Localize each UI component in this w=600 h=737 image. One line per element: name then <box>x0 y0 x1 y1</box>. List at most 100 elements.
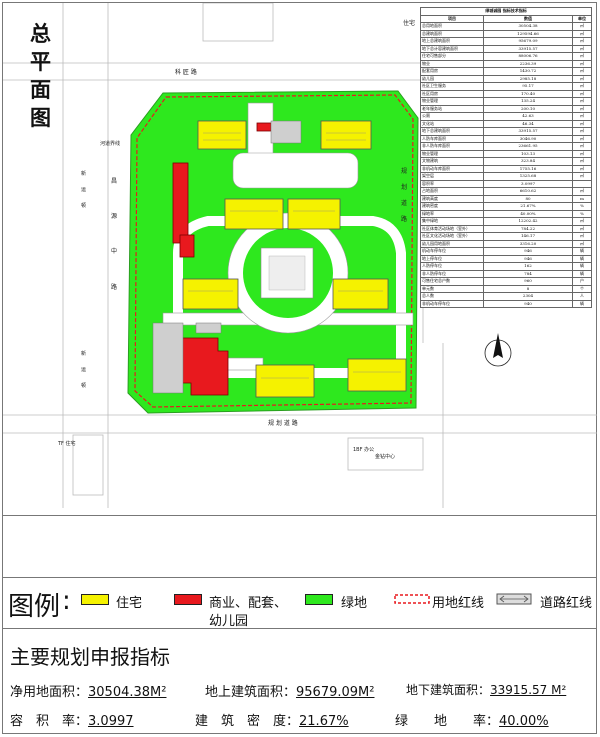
indicator-name: 社区文化活动场地（室外） <box>420 232 484 241</box>
indicator-unit: % <box>572 202 592 211</box>
indicator-value: 88006.76 <box>483 52 573 61</box>
indicator-value: 946 <box>483 254 573 263</box>
building-details <box>188 132 401 379</box>
indicator-unit: ㎡ <box>572 127 592 136</box>
indicator-value: 2236.39 <box>483 59 573 68</box>
indicator-value: 940 <box>483 299 573 308</box>
indicator-unit: ㎡ <box>572 164 592 173</box>
label-lu: 路 <box>111 283 117 291</box>
label-yuan: 源 <box>111 212 117 220</box>
indicator-net-land-label: 净用地面积： <box>10 685 89 700</box>
indicator-name: 可售住宅总户数 <box>420 277 484 286</box>
indicator-underground-value: 33915.57 M² <box>490 683 567 697</box>
indicator-unit: ㎡ <box>572 52 592 61</box>
indicator-value: 784.22 <box>483 224 573 233</box>
indicator-net-land: 净用地面积：30504.38M² <box>10 681 166 700</box>
indicator-name: 架空层 <box>420 172 484 181</box>
indicator-green-ratio: 绿 地 率：40.00% <box>395 710 549 729</box>
indicator-density-label: 建 筑 密 度： <box>195 714 300 729</box>
indicator-value: 200.10 <box>483 104 573 113</box>
indicator-name: 单元数 <box>420 284 484 293</box>
indicator-name: 幼儿园用地面积 <box>420 239 484 248</box>
legend-title: 图例 <box>8 592 61 622</box>
indicator-header-value: 数值 <box>483 14 573 23</box>
north-arrow-icon <box>484 333 512 367</box>
legend-colon: : <box>62 586 71 616</box>
legend-residential-swatch <box>81 594 109 605</box>
legend-commercial-label-2: 幼儿园 <box>209 614 249 629</box>
indicator-name: 地上总建筑面积 <box>420 37 484 46</box>
indicator-name: 地下总建筑面积 <box>420 127 484 136</box>
label-residence-top: 住宅 <box>403 19 415 27</box>
commercial-buildings <box>172 122 272 396</box>
indicator-value: 21.67% <box>483 202 573 211</box>
indicator-value: 135.24 <box>483 97 573 106</box>
indicator-value: 946 <box>483 247 573 256</box>
indicator-name: 机动车停车位 <box>420 247 484 256</box>
indicator-value: 162 <box>483 262 573 271</box>
divider-1 <box>3 515 597 516</box>
indicator-unit: ㎡ <box>572 239 592 248</box>
indicator-name: 地上停车位 <box>420 254 484 263</box>
label-office: 1BF 办公 <box>353 446 374 453</box>
legend-green-label: 绿地 <box>341 596 368 611</box>
indicator-above-ground-value: 95679.09M² <box>296 685 375 700</box>
indicator-value: 323.84 <box>483 157 573 166</box>
indicator-value: 3.0997 <box>483 179 573 188</box>
label-yun-1: 运 <box>81 186 86 193</box>
label-lu2: 路 <box>401 215 407 223</box>
indicator-name: 人防车库面积 <box>420 134 484 143</box>
label-hua: 划 <box>401 183 407 191</box>
indicator-name: 配套用房 <box>420 67 484 76</box>
indicator-unit: ㎡ <box>572 67 592 76</box>
indicator-value: 3046.90 <box>483 134 573 143</box>
background-streets <box>3 3 597 508</box>
indicator-unit: ㎡ <box>572 134 592 143</box>
indicator-name: 文化站 <box>420 119 484 128</box>
indicator-value: 1325.68 <box>483 172 573 181</box>
auxiliary-buildings <box>152 120 302 394</box>
indicator-name: 建筑高度 <box>420 194 484 203</box>
indicator-name: 非人防车库面积 <box>420 142 484 151</box>
indicator-value: 95679.09 <box>483 37 573 46</box>
legend: 图例 : 住宅 商业、配套、 幼儿园 绿地 用地红线 道路红线 <box>8 586 598 629</box>
indicator-unit: ㎡ <box>572 44 592 53</box>
label-chang: 昌 <box>111 178 117 185</box>
indicator-value: 80 <box>483 194 573 203</box>
indicator-unit: ㎡ <box>572 172 592 181</box>
indicator-above-ground: 地上建筑面积：95679.09M² <box>205 681 374 700</box>
indicator-unit: ㎡ <box>572 187 592 196</box>
indicator-far-value: 3.0997 <box>88 714 134 729</box>
label-road-south: 规 划 道 路 <box>268 419 298 427</box>
indicator-name: 社区体育活动场地（室外） <box>420 224 484 233</box>
legend-site-boundary-icon <box>394 594 430 604</box>
central-plaza <box>227 212 349 334</box>
indicator-name: 非机动车停车位 <box>420 299 484 308</box>
indicator-value: 46.34 <box>483 119 573 128</box>
page-title-char-1: 总 <box>30 22 51 46</box>
indicator-name: 住宅可售部分 <box>420 52 484 61</box>
label-dun-1: 顿 <box>81 202 86 209</box>
indicator-above-ground-label: 地上建筑面积： <box>205 685 297 700</box>
indicator-unit: ㎡ <box>572 119 592 128</box>
indicator-table-title: 绿城诚园 指标技术指标 <box>420 7 592 16</box>
indicator-unit: 人 <box>572 292 592 301</box>
indicator-unit: ㎡ <box>572 104 592 113</box>
legend-road-line-icon <box>496 593 532 605</box>
